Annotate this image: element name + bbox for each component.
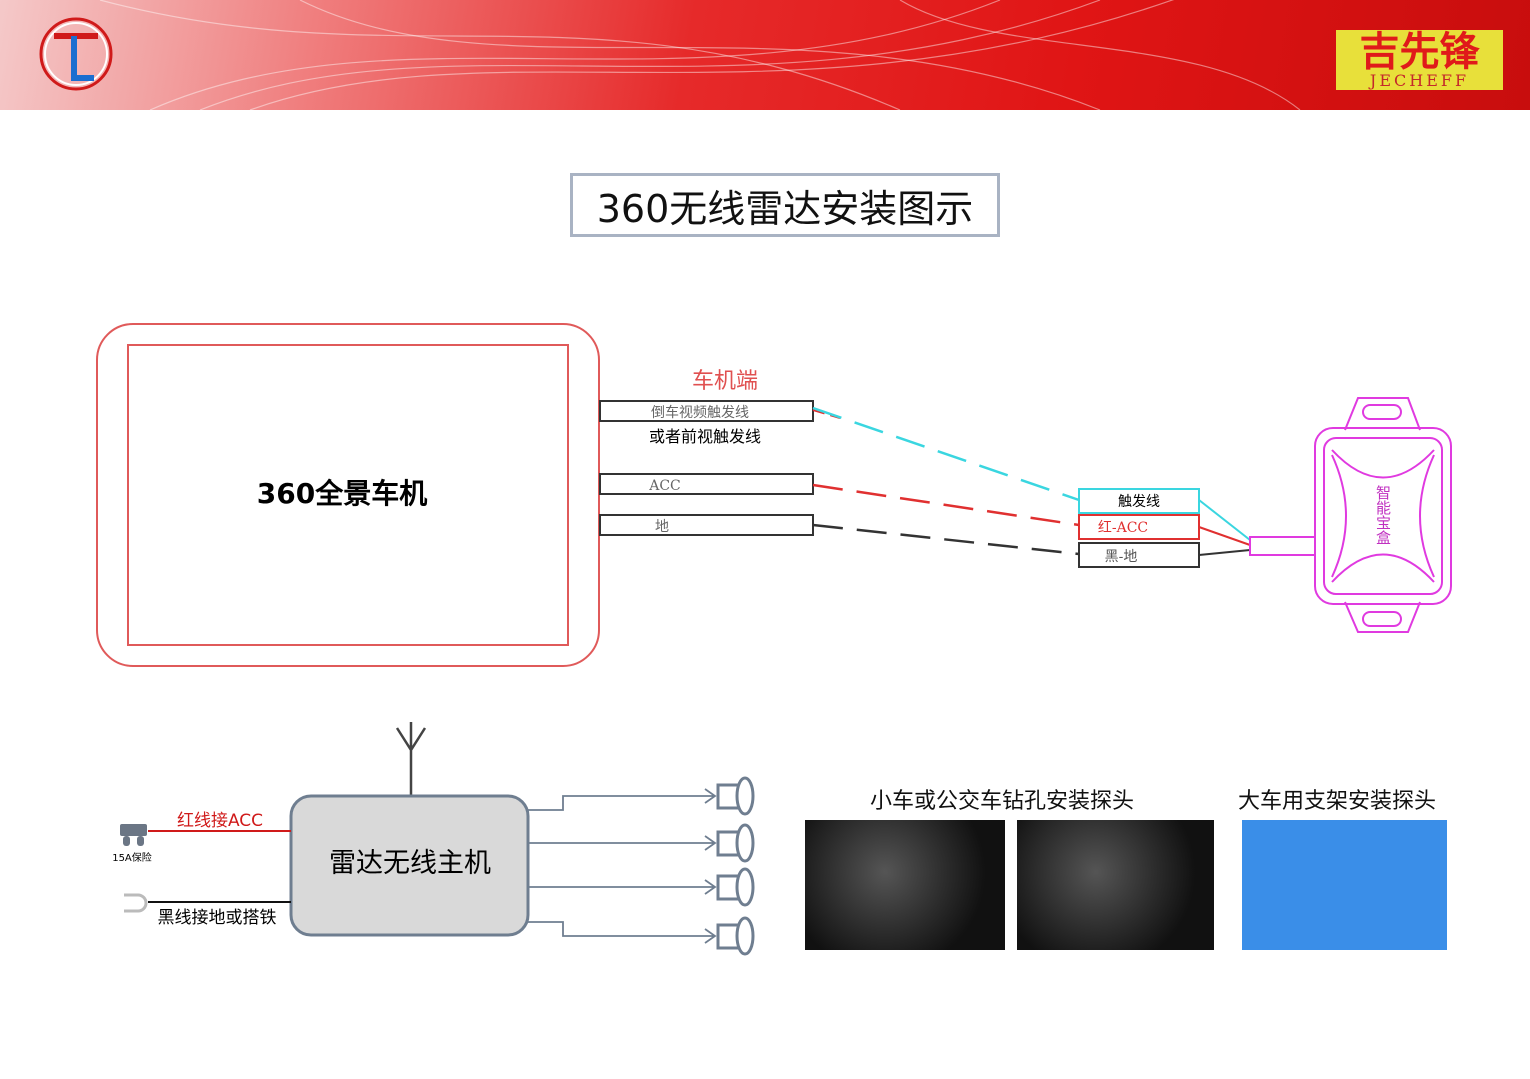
trigger-note: 或者前视触发线	[649, 427, 761, 446]
head-wire-ground: 地	[599, 514, 814, 536]
brand-en: JECHEFF	[1369, 71, 1470, 90]
ground-connector-icon	[124, 893, 148, 913]
box-wire-trigger: 触发线	[1078, 488, 1200, 514]
head-unit-screen	[127, 344, 569, 646]
acc-dashed-wire	[812, 483, 1080, 527]
head-wire-acc: ACC	[599, 473, 814, 495]
smart-box-label: 智能宝盒	[1374, 484, 1392, 545]
probe-connections	[528, 788, 717, 944]
svg-text:黑-地: 黑-地	[1105, 549, 1138, 565]
small-car-caption: 小车或公交车钻孔安装探头	[870, 789, 1135, 814]
svg-text:倒车视频触发线: 倒车视频触发线	[651, 404, 749, 421]
fuse-icon	[120, 824, 147, 846]
drilled-probe-photo-1	[805, 820, 1005, 950]
trigger-dashed-wire	[812, 406, 1080, 502]
bracket-probe-photo	[1242, 820, 1447, 950]
box-wire-acc: 红-ACC	[1078, 514, 1200, 540]
smart-box	[1249, 397, 1452, 633]
svg-text:ACC: ACC	[648, 478, 681, 494]
black-wire-label: 黑线接地或搭铁	[158, 908, 277, 928]
antenna-icon	[395, 722, 427, 795]
head-wire-trigger: 倒车视频触发线 或者前视触发线	[599, 400, 814, 446]
svg-text:地: 地	[655, 519, 669, 535]
large-car-caption: 大车用支架安装探头	[1238, 789, 1437, 814]
drilled-probe-photo-2	[1017, 820, 1214, 950]
box-wire-ground: 黑-地	[1078, 542, 1200, 568]
page-title: 360无线雷达安装图示	[570, 173, 1000, 237]
red-wire-label: 红线接ACC	[177, 811, 263, 831]
radar-host	[289, 794, 530, 937]
head-unit-label: 360全景车机	[257, 477, 427, 510]
company-logo	[39, 17, 113, 91]
banner-swirls	[99, 0, 1301, 110]
fuse-label: 15A保险	[112, 851, 152, 864]
radar-probes	[716, 776, 755, 956]
svg-text:红-ACC: 红-ACC	[1098, 520, 1148, 536]
svg-text:触发线: 触发线	[1118, 494, 1160, 510]
radar-host-label: 雷达无线主机	[329, 848, 491, 879]
brand-cn: 吉先锋	[1359, 28, 1480, 75]
terminal-label: 车机端	[692, 369, 758, 394]
ground-dashed-wire	[812, 523, 1080, 556]
